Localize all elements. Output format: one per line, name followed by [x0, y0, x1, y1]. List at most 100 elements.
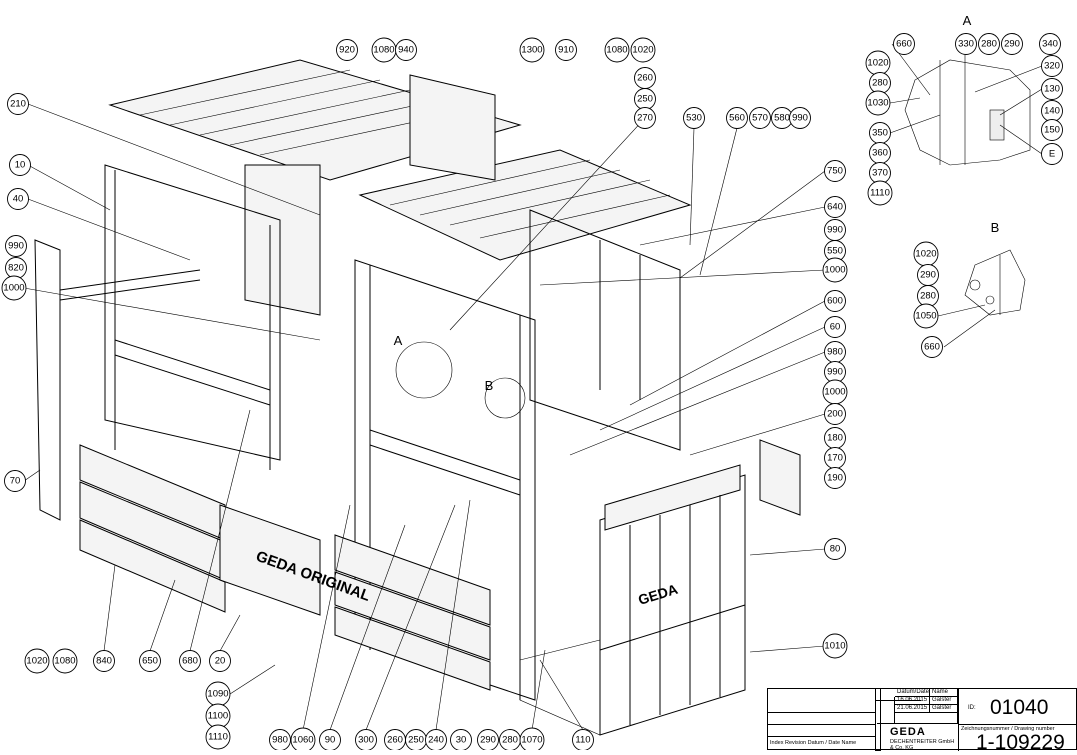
balloon-label: 1300: [521, 45, 542, 56]
balloon-label: 1020: [915, 249, 936, 260]
detail-a-balloon-1030: 1030: [865, 90, 891, 116]
balloon-label: 30: [456, 735, 467, 746]
balloon-label: 1020: [632, 45, 653, 56]
part-balloon-750: 750: [824, 160, 846, 182]
part-balloon-920: 920: [336, 39, 358, 61]
balloon-label: 10: [15, 160, 26, 171]
detail-a-balloon-360: 360: [869, 142, 891, 164]
drawing-number-label: Zeichnungsnummer / Drawing number: [961, 726, 1055, 732]
balloon-label: 1050: [915, 311, 936, 322]
detail-a-balloon-660: 660: [893, 33, 915, 55]
balloon-label: 990: [8, 241, 24, 252]
part-balloon-1070: 1070: [519, 727, 545, 750]
balloon-label: 1030: [867, 98, 888, 109]
right-door: [599, 464, 746, 736]
balloon-label: 150: [1044, 125, 1060, 136]
part-balloon-1090: 1090: [205, 681, 231, 707]
balloon-label: 280: [920, 291, 936, 302]
part-balloon-1020: 1020: [630, 37, 656, 63]
part-balloon-260: 260: [634, 67, 656, 89]
balloon-label: 1020: [26, 656, 47, 667]
balloon-label: 660: [896, 39, 912, 50]
balloon-label: 370: [872, 168, 888, 179]
part-balloon-280: 280: [499, 729, 521, 750]
balloon-label: 190: [827, 473, 843, 484]
part-balloon-580: 580: [771, 107, 793, 129]
balloon-label: 990: [827, 225, 843, 236]
name-1: Galster: [930, 697, 958, 705]
part-balloon-1080: 1080: [371, 37, 397, 63]
balloon-label: 640: [827, 202, 843, 213]
part-balloon-20: 20: [209, 650, 231, 672]
part-balloon-70: 70: [4, 470, 26, 492]
balloon-label: 530: [686, 113, 702, 124]
balloon-label: 910: [558, 45, 574, 56]
part-balloon-560: 560: [726, 107, 748, 129]
detail-a-circle: [395, 341, 453, 399]
detail-a-balloon-340: 340: [1039, 33, 1061, 55]
part-balloon-80: 80: [824, 538, 846, 560]
balloon-label: 560: [729, 113, 745, 124]
rear-wall-panel: [244, 164, 321, 316]
balloon-label: 990: [827, 367, 843, 378]
control-box: [759, 439, 801, 516]
balloon-label: 280: [981, 39, 997, 50]
part-balloon-600: 600: [824, 290, 846, 312]
date-1: 16.06.2015: [895, 697, 930, 705]
part-balloon-1110: 1110: [205, 724, 231, 750]
part-balloon-30: 30: [450, 729, 472, 750]
detail-b-balloon-1020: 1020: [913, 241, 939, 267]
balloon-label: 290: [480, 735, 496, 746]
part-balloon-210: 210: [7, 93, 29, 115]
part-balloon-990: 990: [789, 107, 811, 129]
part-balloon-170: 170: [824, 447, 846, 469]
part-balloon-10: 10: [9, 154, 31, 176]
detail-b-drawing: [937, 249, 1026, 348]
part-balloon-640: 640: [824, 196, 846, 218]
balloon-label: 660: [924, 342, 940, 353]
balloon-label: 1080: [373, 45, 394, 56]
leader-lines: [23, 103, 826, 731]
balloon-label: 980: [272, 735, 288, 746]
left-side-gate: [34, 239, 201, 521]
part-balloon-820: 820: [5, 257, 27, 279]
balloon-label: 940: [398, 45, 414, 56]
balloon-label: 20: [215, 656, 226, 667]
balloon-label: 170: [827, 453, 843, 464]
balloon-label: 1090: [207, 689, 228, 700]
balloon-label: 920: [339, 45, 355, 56]
geda-logo-door: GEDA: [636, 581, 679, 608]
balloon-label: 140: [1044, 106, 1060, 117]
part-balloon-270: 270: [634, 107, 656, 129]
id-label: ID:: [968, 705, 976, 711]
part-balloon-250: 250: [405, 729, 427, 750]
balloon-label: 90: [325, 735, 336, 746]
detail-a-balloon-130: 130: [1041, 78, 1063, 100]
part-balloon-1020: 1020: [24, 648, 50, 674]
balloon-label: 340: [1042, 39, 1058, 50]
balloon-label: 820: [8, 263, 24, 274]
detail-a-balloon-350: 350: [869, 122, 891, 144]
balloon-label: 650: [142, 656, 158, 667]
part-balloon-650: 650: [139, 650, 161, 672]
detail-a-balloon-280: 280: [869, 72, 891, 94]
part-balloon-40: 40: [7, 188, 29, 210]
balloon-label: 1080: [606, 45, 627, 56]
left-frame: [104, 164, 281, 470]
balloon-label: 200: [827, 409, 843, 420]
balloon-label: 1100: [208, 711, 228, 722]
motor-unit: [409, 74, 496, 181]
part-balloon-300: 300: [355, 729, 377, 750]
name-header: Name: [930, 689, 958, 697]
part-balloon-250: 250: [634, 88, 656, 110]
balloon-label: 260: [637, 73, 653, 84]
part-balloon-180: 180: [824, 427, 846, 449]
detail-a-balloon-e: E: [1041, 143, 1063, 165]
part-balloon-1000: 1000: [822, 257, 848, 283]
balloon-label: 1000: [824, 387, 845, 398]
balloon-label: 1060: [292, 735, 313, 746]
detail-b-title: B: [991, 220, 1000, 235]
floor-plate: [519, 639, 601, 736]
revision-header: Index Revision Datum / Date Name: [770, 740, 857, 746]
